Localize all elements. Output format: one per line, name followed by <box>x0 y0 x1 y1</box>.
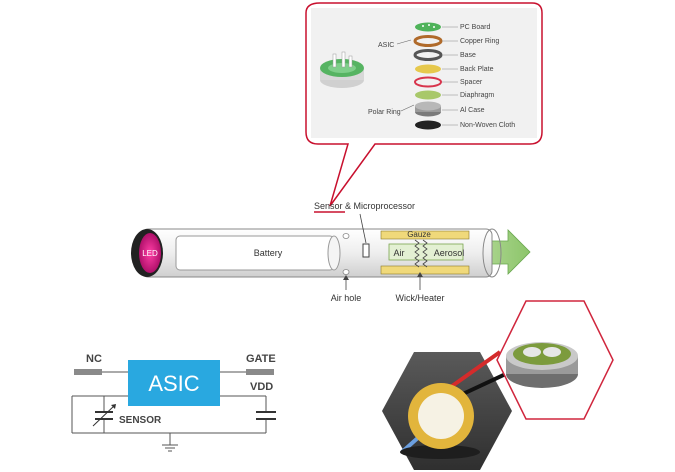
wick-arrow-head <box>417 272 423 277</box>
asic-leader-line <box>396 39 412 45</box>
sensor-pointer <box>359 213 367 244</box>
gauze-bottom <box>380 265 470 275</box>
sensor-photo-hexagons <box>382 300 614 470</box>
part-spacer: Spacer <box>414 76 483 88</box>
tube-end-cap <box>482 228 502 278</box>
aerosol-label: Aerosol <box>434 248 465 258</box>
heater-coil <box>414 239 428 268</box>
air-hole-top <box>342 233 350 239</box>
piezo-disc-shadow <box>400 445 480 459</box>
part-label-non-woven-cloth: Non-Woven Cloth <box>460 122 515 129</box>
led-light <box>139 233 161 273</box>
sensor-chip <box>362 243 370 258</box>
polar-ring-left-label: Polar Ring <box>368 109 401 116</box>
asic-block <box>128 360 220 406</box>
wick-heater-label: Wick/Heater <box>395 293 444 303</box>
battery-end <box>327 235 341 271</box>
part-label-spacer: Spacer <box>460 79 483 86</box>
ground-icon <box>162 444 178 452</box>
part-label-copper-ring: Copper Ring <box>460 38 499 45</box>
part-label-base: Base <box>460 52 476 59</box>
asic-left-label: ASIC <box>378 42 394 49</box>
part-non-woven-cloth: Non-Woven Cloth <box>415 120 515 130</box>
air-hole-label: Air hole <box>331 293 362 303</box>
sensor-variable-arrow <box>92 404 116 427</box>
asic-schematic: NC GATE VDD ASIC SENSOR <box>71 353 276 452</box>
nc-pin <box>74 369 102 375</box>
led-label: LED <box>142 249 158 258</box>
part-pc-board: PC Board <box>415 22 490 32</box>
gauze-label: Gauze <box>407 230 431 239</box>
sensor-arrow-head <box>111 404 116 409</box>
asic-block-label: ASIC <box>148 371 199 396</box>
sensor-microprocessor-label: Sensor & Microprocessor <box>314 201 415 211</box>
part-label-al-case: Al Case <box>460 107 485 114</box>
e-cigarette-diagram: Sensor & Microprocessor LED Battery Air … <box>131 201 531 303</box>
gate-label: GATE <box>246 353 276 365</box>
part-copper-ring: Copper Ring <box>413 35 499 47</box>
piezo-disc-ceramic <box>418 393 464 439</box>
part-label-back-plate: Back Plate <box>460 66 494 73</box>
gate-pin <box>246 369 274 375</box>
part-base: Base <box>413 49 476 61</box>
part-label-diaphragm: Diaphragm <box>460 92 494 99</box>
battery-label: Battery <box>254 248 283 258</box>
part-diaphragm: Diaphragm <box>415 90 494 100</box>
polar-ring-leader-line <box>400 104 415 112</box>
gauze-top <box>380 230 470 240</box>
air-hole-arrow-head <box>343 275 349 280</box>
sensor-label: SENSOR <box>119 415 162 426</box>
nc-label: NC <box>86 353 102 365</box>
part-back-plate: Back Plate <box>415 64 494 74</box>
air-label: Air <box>394 248 405 258</box>
part-label-pc-board: PC Board <box>460 24 490 31</box>
air-hole <box>342 269 350 275</box>
part-al-case: Al Case <box>415 101 485 117</box>
assembled-microphone-image <box>320 51 364 88</box>
exploded-view-callout: ASIC Polar Ring PC Board Copper Ring Bas… <box>305 2 543 207</box>
part-stack: PC Board Copper Ring Base Back Plate Spa <box>413 22 515 130</box>
vdd-label: VDD <box>250 381 273 393</box>
microphone-photo <box>506 342 578 388</box>
